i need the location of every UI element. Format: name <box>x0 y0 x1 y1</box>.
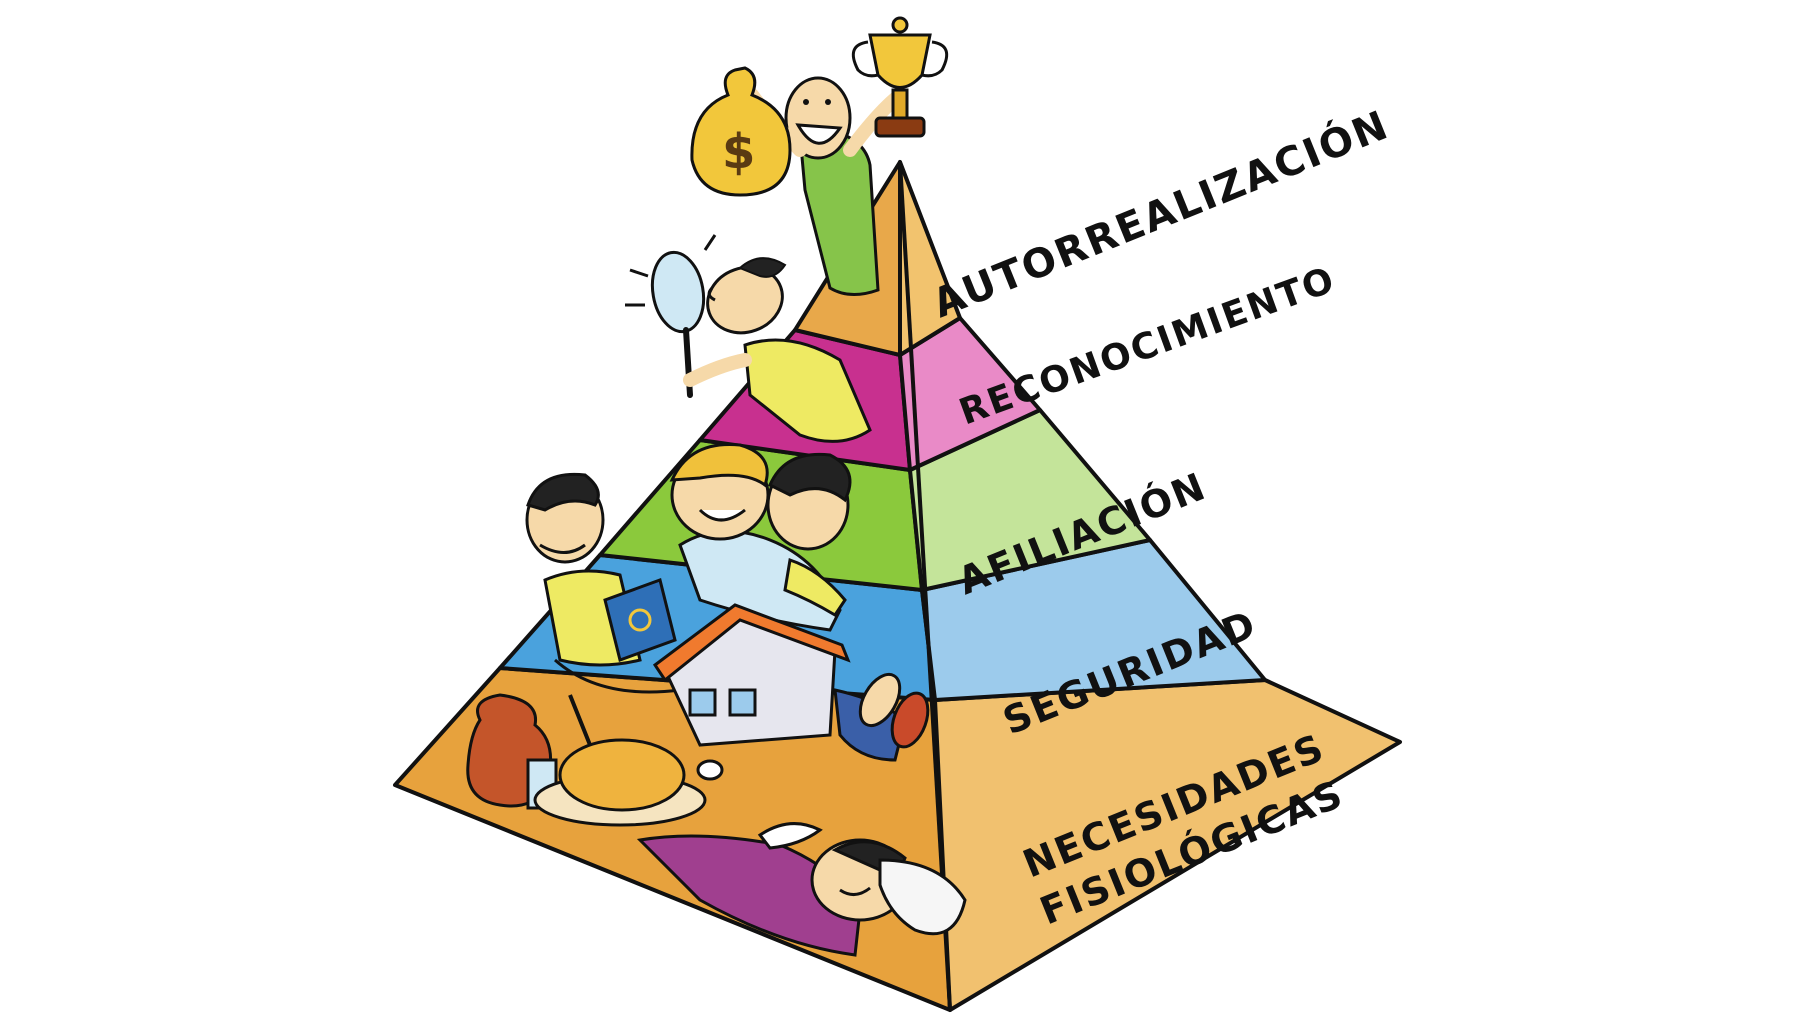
level-autorrealizacion-right-face <box>898 160 962 357</box>
pyramid-ridge <box>898 161 952 1011</box>
illustration-safety <box>525 472 930 762</box>
illustration-friends <box>669 442 852 632</box>
money-bag-icon: $ <box>690 66 792 197</box>
illustration-winner: $ <box>690 16 949 296</box>
sleeping-man <box>636 822 967 957</box>
illustration-mirror-man <box>625 234 872 443</box>
dollar-sign-icon: $ <box>722 124 755 180</box>
trophy-icon <box>851 16 949 138</box>
illustration-physiological <box>466 693 967 957</box>
house-icon <box>652 603 851 747</box>
pillow-icon <box>878 858 967 936</box>
book-icon <box>603 578 677 662</box>
roast-chicken-icon <box>533 694 724 827</box>
